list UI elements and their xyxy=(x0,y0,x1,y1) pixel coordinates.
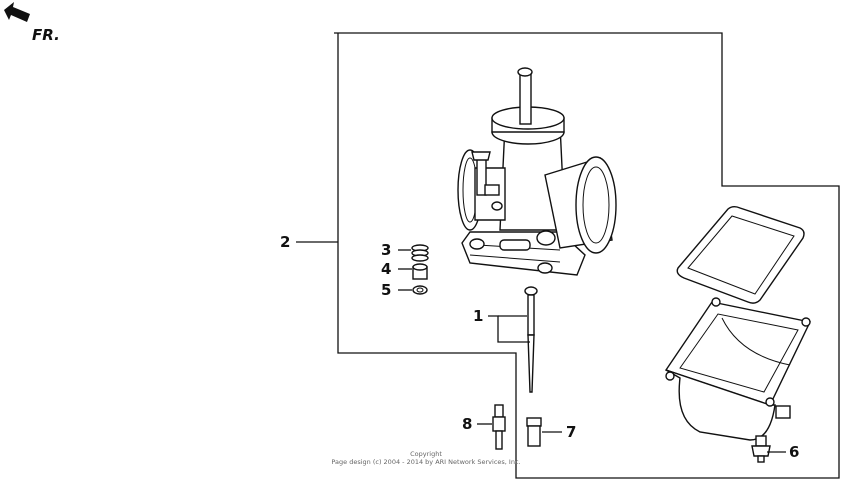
assembly-outline xyxy=(334,32,840,479)
part-8-pilot-screw xyxy=(492,404,506,450)
callout-8: 8 xyxy=(462,415,472,433)
callout-5: 5 xyxy=(381,281,391,299)
callout-2: 2 xyxy=(280,233,290,251)
callout-1: 1 xyxy=(473,307,483,325)
part-6-drain-screw xyxy=(751,435,771,463)
float-bowl xyxy=(664,297,812,441)
part-5-washer xyxy=(412,285,428,295)
part-1-jet-needle xyxy=(524,286,538,393)
callout-3: 3 xyxy=(381,241,391,259)
front-direction-label: FR. xyxy=(32,26,60,44)
callout-7: 7 xyxy=(566,423,576,441)
part-7-jet xyxy=(526,417,542,447)
callout-6: 6 xyxy=(789,443,799,461)
front-direction-arrow-icon xyxy=(4,2,30,22)
copyright-line-2: Page design (c) 2004 - 2014 by ARI Netwo… xyxy=(331,458,520,466)
copyright-line-1: Copyright xyxy=(410,450,442,458)
float-bowl-gasket xyxy=(676,206,805,304)
part-4-cap xyxy=(412,263,428,280)
leader-lines xyxy=(296,241,786,453)
carburetor-body xyxy=(457,67,617,276)
part-3-spring xyxy=(411,244,429,262)
callout-4: 4 xyxy=(381,260,391,278)
